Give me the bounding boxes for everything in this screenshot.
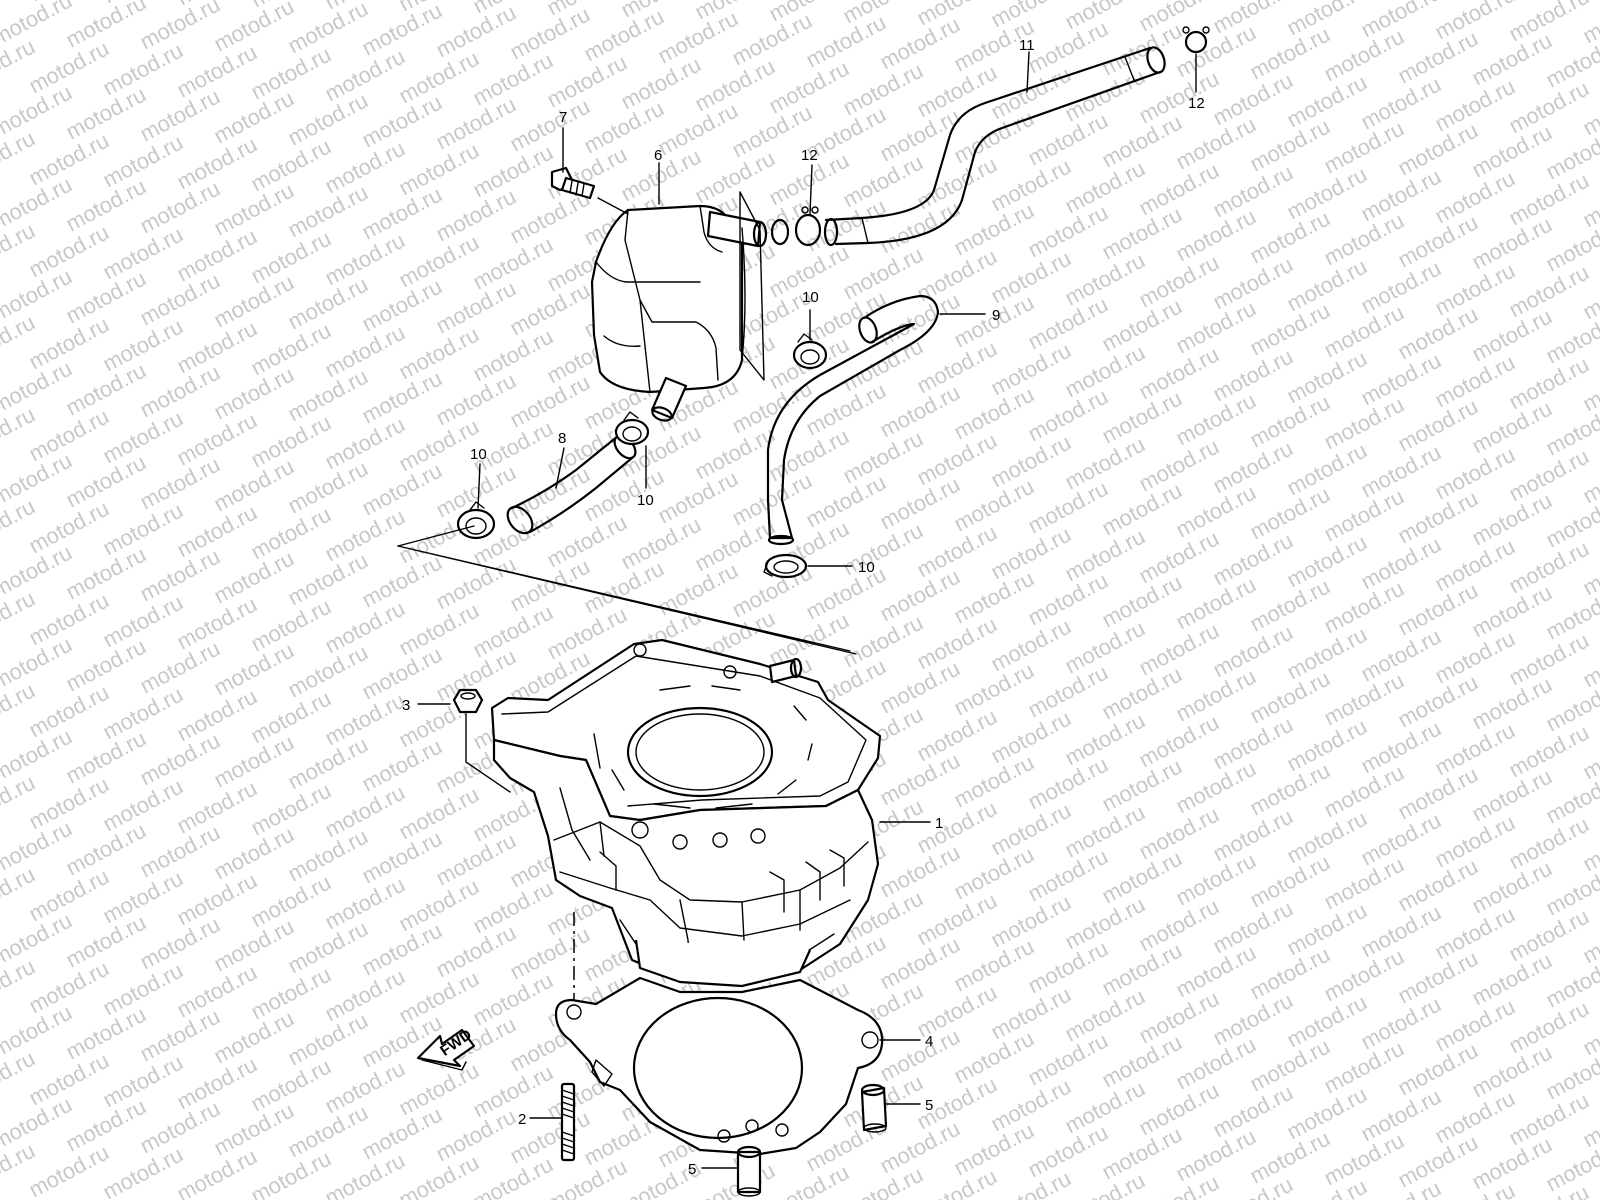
hose-joint-ring — [770, 218, 790, 246]
clamp-10-d — [763, 553, 808, 579]
callout-12-lower: 12 — [801, 147, 818, 164]
callout-1: 1 — [935, 815, 943, 832]
callout-5-bottom: 5 — [688, 1161, 696, 1178]
callout-labels: 7 6 12 11 12 9 10 8 10 10 10 3 1 4 5 2 5 — [402, 37, 1205, 1178]
dowel-pin-5-bottom — [736, 1145, 762, 1197]
cylinder-1 — [490, 638, 882, 988]
callout-8: 8 — [558, 430, 566, 447]
callout-2: 2 — [518, 1111, 526, 1128]
dowel-pin-5-right — [860, 1083, 888, 1133]
callout-12-upper: 12 — [1188, 95, 1205, 112]
breather-box-6 — [590, 204, 768, 422]
callout-3: 3 — [402, 697, 410, 714]
clamp-10-b — [614, 411, 650, 446]
hose-9 — [766, 294, 940, 546]
clip-12-lower — [794, 206, 822, 247]
callout-10-left: 10 — [470, 446, 487, 463]
callout-5-right: 5 — [925, 1097, 933, 1114]
hose-8 — [506, 434, 637, 535]
callout-10-mid: 10 — [637, 492, 654, 509]
leader-7 — [597, 197, 629, 215]
stud-2 — [560, 1082, 576, 1162]
callout-11: 11 — [1019, 37, 1035, 54]
reference-line-a — [397, 545, 857, 655]
callout-6: 6 — [654, 147, 662, 164]
box-bracket — [739, 191, 765, 381]
clamp-10-c — [792, 333, 828, 370]
reference-line-b — [397, 525, 475, 547]
bolt-7 — [550, 166, 596, 200]
callout-10-bottom: 10 — [858, 559, 875, 576]
base-gasket-4 — [554, 976, 884, 1156]
callout-9: 9 — [992, 307, 1000, 324]
breather-hose-11 — [823, 46, 1166, 247]
leader-lines — [417, 51, 1197, 1169]
leader-3-to-cylinder — [465, 713, 511, 793]
fwd-arrow: FWD — [416, 1026, 476, 1071]
clip-12-upper — [1182, 26, 1210, 54]
callout-10-upper: 10 — [802, 289, 819, 306]
clamp-10-a — [456, 501, 496, 540]
callout-4: 4 — [925, 1033, 933, 1050]
callout-7: 7 — [559, 109, 567, 126]
nut-3 — [452, 688, 484, 714]
